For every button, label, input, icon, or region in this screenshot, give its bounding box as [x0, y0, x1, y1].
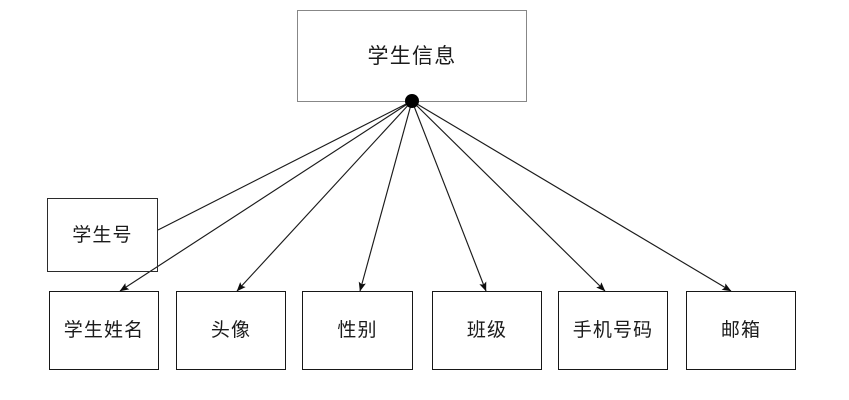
edge-to-email [411, 100, 732, 292]
attribute-node-class[interactable]: 班级 [432, 291, 542, 370]
entity-node-student-info[interactable]: 学生信息 [297, 10, 527, 102]
attribute-node-avatar[interactable]: 头像 [176, 291, 286, 370]
attribute-node-label: 邮箱 [720, 319, 762, 341]
edge-to-class [411, 100, 487, 292]
attribute-node-student-name[interactable]: 学生姓名 [49, 291, 159, 370]
attribute-node-label: 学生号 [72, 223, 133, 246]
attribute-node-label: 头像 [210, 319, 252, 341]
attribute-node-gender[interactable]: 性别 [302, 291, 413, 370]
attribute-node-label: 性别 [337, 319, 378, 341]
attribute-node-phone-number[interactable]: 手机号码 [558, 291, 668, 370]
edge-junction-dot [405, 94, 419, 108]
attribute-node-label: 班级 [466, 319, 508, 341]
edge-to-phone-number [411, 100, 606, 292]
edge-to-gender [358, 100, 413, 292]
attribute-node-label: 手机号码 [572, 319, 654, 341]
edge-to-student-name [119, 100, 413, 292]
attribute-node-student-id[interactable]: 学生号 [47, 198, 158, 272]
entity-node-label: 学生信息 [367, 43, 457, 68]
edge-to-student-id [157, 100, 413, 231]
attribute-node-email[interactable]: 邮箱 [686, 291, 796, 370]
attribute-node-label: 学生姓名 [63, 319, 145, 341]
edge-to-avatar [236, 100, 413, 292]
